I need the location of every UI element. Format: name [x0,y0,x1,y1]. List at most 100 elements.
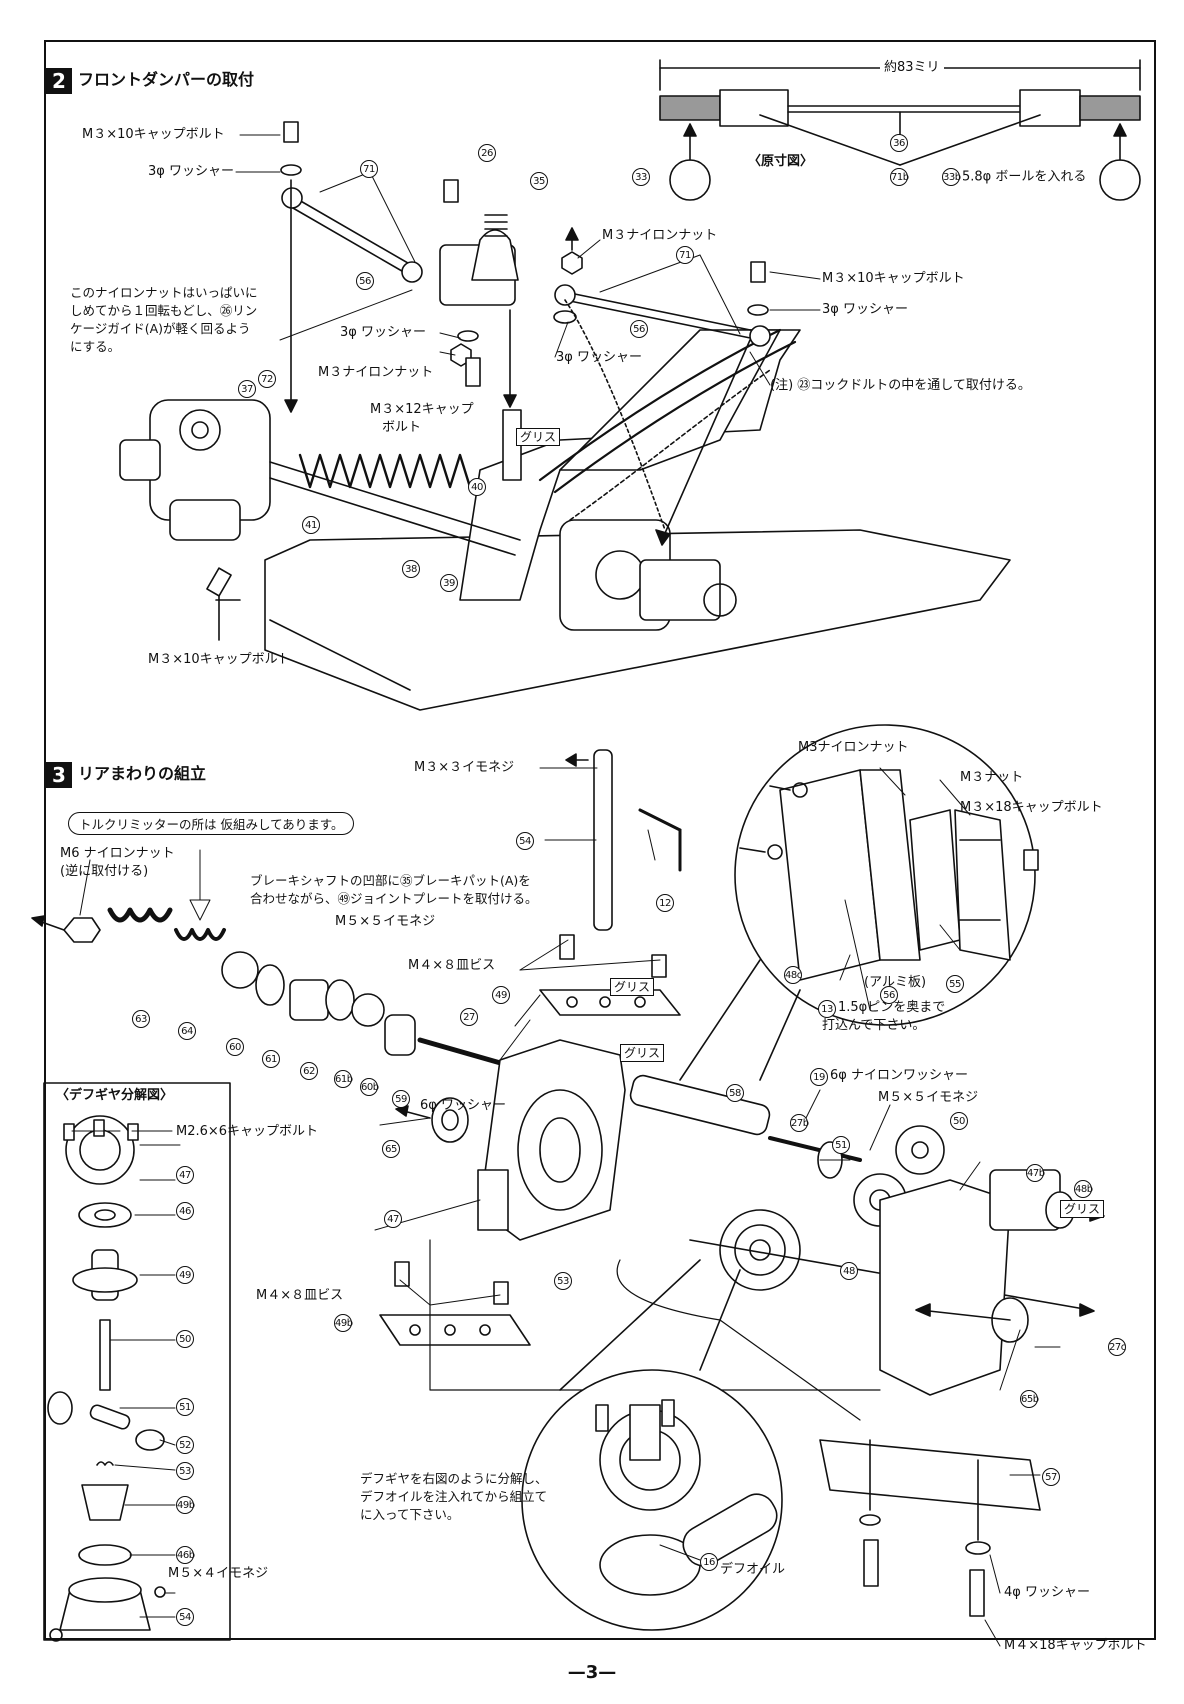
diff-exploded-title: 〈デフギヤ分解図〉 [56,1088,174,1103]
dimension-label: 約83ミリ [880,60,944,76]
page-number: —3— [567,1662,617,1683]
label-m3x10-bottom: M３×10キャップボルト [148,652,291,667]
part-number: 56 [630,320,648,338]
brake-note-line: ブレーキシャフトの凹部に㉟ブレーキパット(A)を [250,873,531,888]
label-m6-reverse: (逆に取付ける) [60,864,149,879]
label-m3x10-top: M３×10キャップボルト [82,127,225,142]
part-number: 49b [334,1314,353,1332]
nylon-nut-note-line: このナイロンナットはいっぱいに [70,285,258,300]
part-number: 46 [176,1202,194,1220]
part-number: 27b [790,1114,809,1132]
label-grease-1: グリス [610,978,655,996]
part-number: 19 [810,1068,828,1086]
label-m5x5-set-right: M５×５イモネジ [878,1090,979,1105]
part-number: 37 [238,380,256,398]
full-size-label: 〈原寸図〉 [748,154,814,169]
part-number: 41 [302,516,320,534]
label-m3x12-line1: M３×12キャップ [370,402,474,417]
part-number: 65b [1020,1390,1039,1408]
part-number: 55 [946,975,964,993]
part-number: 56 [880,986,898,1004]
label-grease-3: グリス [1060,1200,1105,1218]
part-number: 65 [382,1140,400,1158]
part-number: 53 [554,1272,572,1290]
part-number: 54 [516,832,534,850]
part-number: 46b [176,1546,195,1564]
label-washer-right: 3φ ワッシャー [822,302,908,317]
nylon-nut-note-line: しめてから１回転もどし、㉖リン [70,303,258,318]
part-number: 56 [356,272,374,290]
diff-oil-note-line: デフギヤを右図のように分解し、 [360,1471,548,1486]
part-number: 35 [530,172,548,190]
section-3-title-text: リアまわりの組立 [78,764,207,783]
part-number: 58 [726,1084,744,1102]
part-number: 39 [440,574,458,592]
part-number: 47b [1026,1164,1045,1182]
diff-exploded-parts [47,1115,166,1642]
part-number: 16 [700,1553,718,1571]
label-m3-nut: M３ナット [960,770,1024,785]
label-pin-line1: 1.5φピンを奥まで [838,1000,946,1015]
label-6phi-washer: 6φ ワッシャー [420,1098,506,1113]
part-number: 40 [468,478,486,496]
page-frame [44,40,1156,1640]
part-number: 64 [178,1022,196,1040]
part-number: 62 [300,1062,318,1080]
part-number: 48 [840,1262,858,1280]
part-number: 48c [784,966,802,984]
label-pin-line2: 打込んで下さい。 [822,1018,926,1033]
ball-note: 33b5.8φ ボールを入れる [942,168,1086,186]
label-m3-nylon-nut-right: M３ナイロンナット [602,228,718,243]
part-number: 13 [818,1000,836,1018]
note-cockdolt: (注) ㉓コックドルトの中を通して取付ける。 [770,378,1031,393]
part-number: 63 [132,1010,150,1028]
ball-note-text: 5.8φ ボールを入れる [962,169,1087,185]
part-number: 61b [334,1070,353,1088]
label-m26x6: M2.6×6キャップボルト [176,1124,319,1139]
part-number: 59 [392,1090,410,1108]
part-number: 38 [402,560,420,578]
part-number: 26 [478,144,496,162]
label-4phi-washer: 4φ ワッシャー [1004,1585,1090,1600]
part-number: 61 [262,1050,280,1068]
part-number: 36 [890,134,908,152]
full-size-damper-drawing [659,59,1141,201]
nylon-nut-note: このナイロンナットはいっぱいに しめてから１回転もどし、㉖リン ケージガイド(A… [70,284,258,356]
diff-oil-note-line: デフオイルを注入れてから組立て [360,1489,548,1504]
label-aluminum: (アルミ板) [864,975,927,990]
part-number: 50 [176,1330,194,1348]
label-m3-nylon-nut: M3ナイロンナット [798,740,909,755]
brake-note-line: 合わせながら、㊾ジョイントプレートを取付ける。 [250,891,538,906]
label-diff-oil: デフオイル [720,1562,786,1577]
part-number: 12 [656,894,674,912]
part-number: 51 [176,1398,194,1416]
rear-assembly [31,724,1105,1631]
nylon-nut-note-line: にする。 [70,339,121,354]
label-m6-nylon-nut: M6 ナイロンナット [60,846,175,861]
part-number: 72 [258,370,276,388]
diff-oil-note: デフギヤを右図のように分解し、 デフオイルを注入れてから組立て に入って下さい。 [360,1470,548,1524]
part-number: 57 [1042,1468,1060,1486]
label-grease: グリス [516,428,561,446]
section-2-title-text: フロントダンパーの取付 [78,70,255,89]
diff-exploded-box [43,1082,231,1641]
label-m5x4: M５×４イモネジ [168,1566,269,1581]
part-number: 50 [950,1112,968,1130]
part-number: 53 [176,1462,194,1480]
part-number: 49b [176,1496,195,1514]
part-number: 71b [890,168,909,186]
part-number: 51 [832,1136,850,1154]
label-m3x18: M３×18キャップボルト [960,800,1103,815]
label-washer-center: 3φ ワッシャー [556,350,642,365]
label-m4x8-bottom: M４×８皿ビス [256,1288,344,1303]
part-number: 27c [1108,1338,1126,1356]
label-washer-mid: 3φ ワッシャー [340,325,426,340]
front-damper-assembly [119,121,1011,711]
part-number: 47 [176,1166,194,1184]
part-number: 71 [676,246,694,264]
torque-limiter-note: トルクリミッターの所は 仮組みしてあります。 [68,812,355,835]
label-m3x3-set-screw: M３×３イモネジ [414,760,515,775]
brake-note: ブレーキシャフトの凹部に㉟ブレーキパット(A)を 合わせながら、㊾ジョイントプレ… [250,872,538,908]
